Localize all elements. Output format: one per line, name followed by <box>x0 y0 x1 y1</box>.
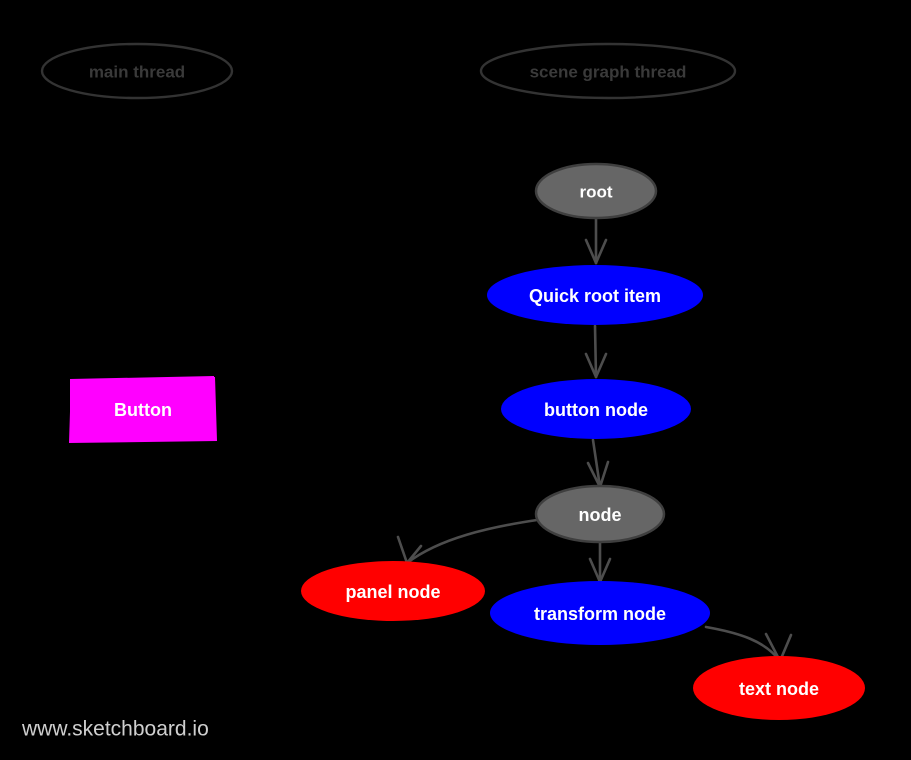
edge-node-to-panel-node-line <box>405 518 539 565</box>
node-button-shape-overlay <box>70 376 216 440</box>
edge-quick-root-item-to-button-node-line <box>593 324 598 379</box>
node-text-node[interactable]: text node <box>693 656 865 720</box>
node-panel-node-label: panel node <box>345 582 440 602</box>
node-panel-node-shape <box>301 561 485 621</box>
node-transform-node-shape <box>490 581 710 645</box>
edge-quick-root-item-to-button-node-arrowhead-icon <box>584 352 608 379</box>
swimlane-main-thread-ellipse <box>40 42 234 100</box>
swimlane-main-thread-label: main thread <box>89 63 185 82</box>
node-button-node-shape <box>501 379 691 439</box>
node-node-label: node <box>579 505 622 525</box>
edge-quick-root-item-to-button-node <box>584 324 608 379</box>
node-button-node-label: button node <box>544 400 648 420</box>
node-root[interactable]: root <box>534 162 658 220</box>
node-button-label: Button <box>114 400 172 420</box>
node-root-label: root <box>579 183 612 202</box>
swimlane-main-thread[interactable]: main thread <box>40 42 234 100</box>
watermark-label: www.sketchboard.io <box>21 718 209 741</box>
node-transform-node[interactable]: transform node <box>490 581 710 645</box>
node-button[interactable]: Button <box>69 376 217 443</box>
edge-transform-node-to-text-node-line <box>704 625 782 663</box>
swimlane-scene-graph-thread-ellipse <box>479 42 737 100</box>
edge-button-node-to-node-line <box>591 438 602 489</box>
swimlane-scene-graph-thread-label: scene graph thread <box>530 63 687 82</box>
node-text-node-label: text node <box>739 679 819 699</box>
swimlane-scene-graph-thread[interactable]: scene graph thread <box>479 42 737 100</box>
node-transform-node-label: transform node <box>534 604 666 624</box>
node-button-node[interactable]: button node <box>501 379 691 439</box>
node-panel-node[interactable]: panel node <box>301 561 485 621</box>
node-quick-root-item[interactable]: Quick root item <box>487 265 703 325</box>
node-root-shape <box>534 162 658 220</box>
node-text-node-shape <box>693 656 865 720</box>
node-quick-root-item-label: Quick root item <box>529 286 661 306</box>
edge-root-to-quick-root-item-arrowhead-icon <box>584 238 608 265</box>
node-node[interactable]: node <box>534 484 666 544</box>
node-node-shape <box>534 484 666 544</box>
edge-root-to-quick-root-item <box>584 217 608 265</box>
node-quick-root-item-shape <box>487 265 703 325</box>
